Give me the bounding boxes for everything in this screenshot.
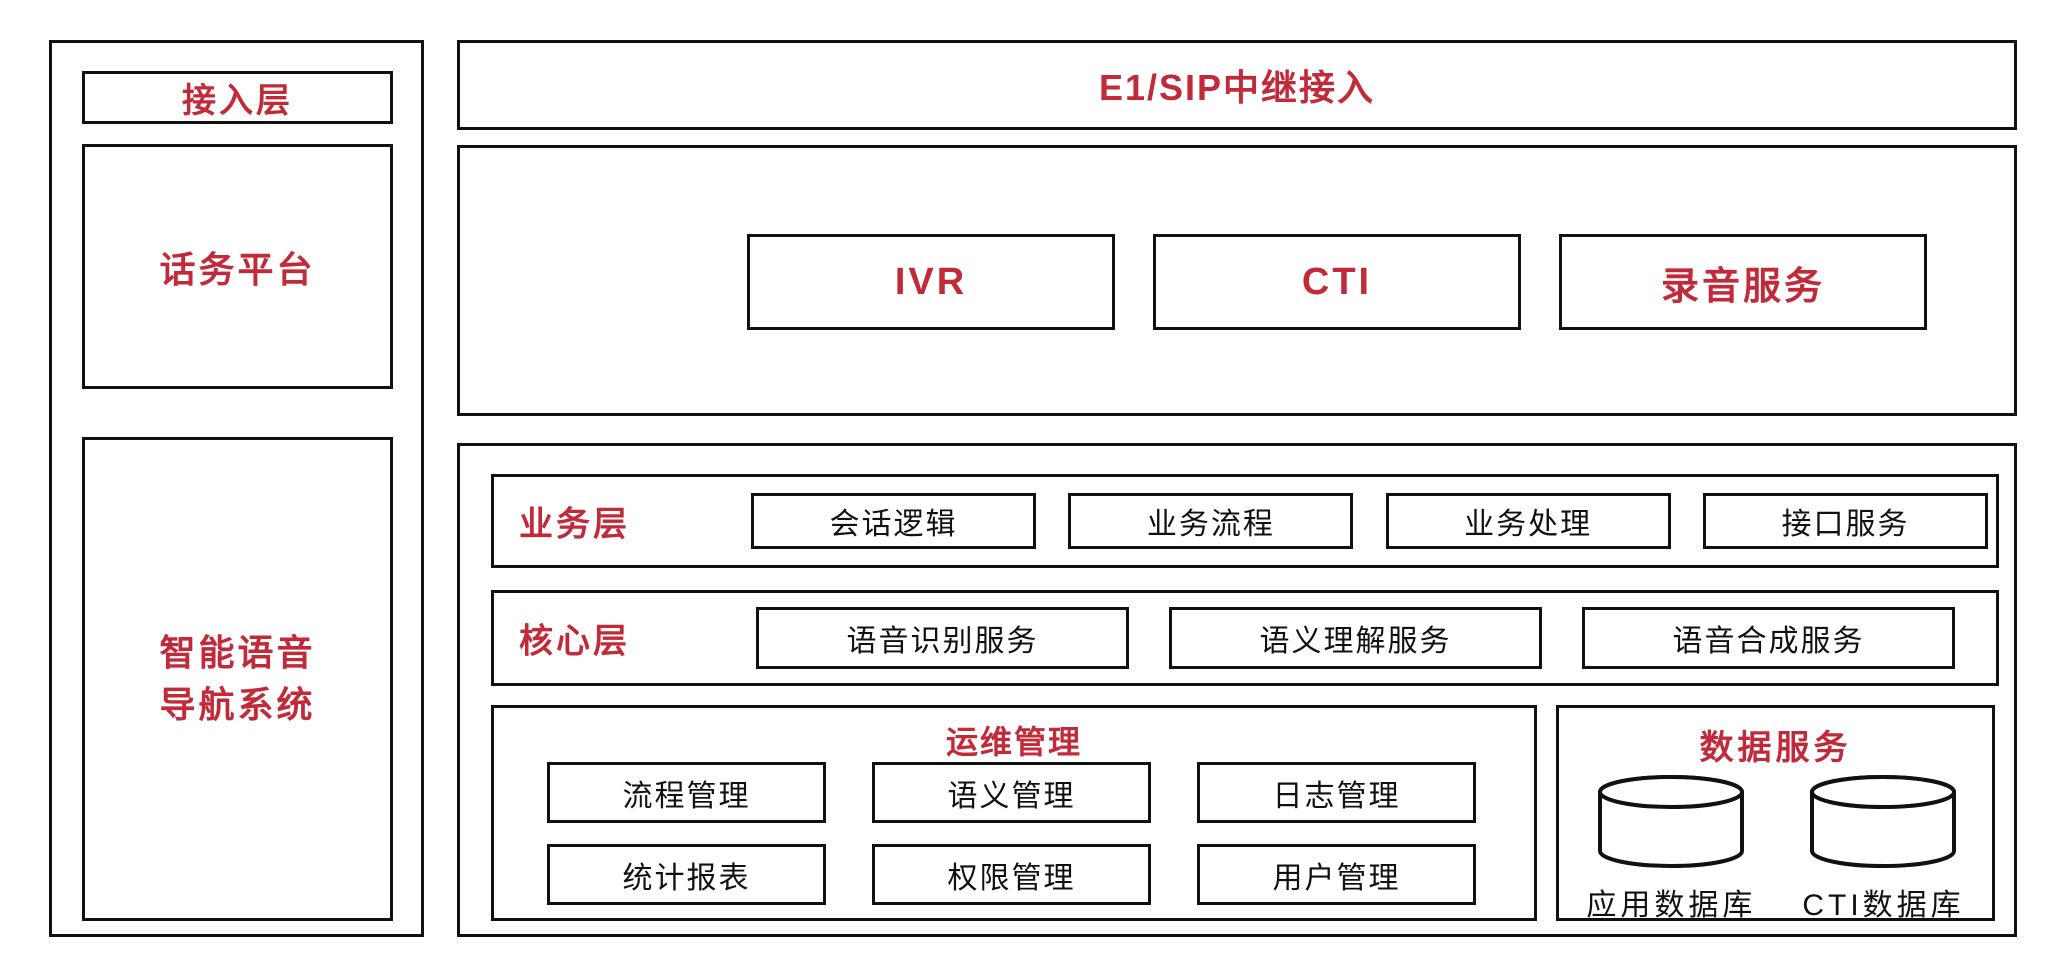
business-process-box: 业务流程 bbox=[1068, 493, 1354, 549]
cti-box: CTI bbox=[1153, 234, 1521, 330]
system-name-line2: 导航系统 bbox=[159, 684, 316, 725]
speech-recognition-label: 语音识别服务 bbox=[846, 625, 1039, 658]
business-process-label: 业务流程 bbox=[1146, 508, 1275, 541]
core-layer-row: 核心层 语音识别服务 语义理解服务 语音合成服务 bbox=[491, 590, 1999, 686]
access-layer-label: 接入层 bbox=[182, 82, 293, 120]
speech-recognition-box: 语音识别服务 bbox=[756, 607, 1129, 669]
system-name-line1: 智能语音 bbox=[159, 631, 316, 673]
statistics-report-box: 统计报表 bbox=[547, 844, 826, 905]
semantic-management-label: 语义管理 bbox=[947, 779, 1076, 813]
voice-navigation-system-box: 智能语音 导航系统 bbox=[82, 437, 393, 921]
core-layer-label: 核心层 bbox=[519, 622, 630, 661]
system-stack-container: 业务层 会话逻辑 业务流程 业务处理 接口服务 核心层 bbox=[457, 443, 2017, 937]
user-management-label: 用户管理 bbox=[1272, 861, 1401, 895]
left-panel: 接入层 话务平台 智能语音 导航系统 bbox=[49, 40, 424, 937]
business-layer-boxes: 会话逻辑 业务流程 业务处理 接口服务 bbox=[751, 493, 1988, 549]
trunk-access-label: E1/SIP中继接入 bbox=[1098, 67, 1376, 108]
trunk-access-banner: E1/SIP中继接入 bbox=[457, 40, 2017, 130]
user-management-box: 用户管理 bbox=[1197, 844, 1476, 905]
telephony-services-container: IVR CTI 录音服务 bbox=[457, 145, 2017, 416]
business-handling-box: 业务处理 bbox=[1385, 493, 1671, 549]
process-management-label: 流程管理 bbox=[622, 779, 751, 813]
cti-label: CTI bbox=[1301, 260, 1373, 303]
permission-management-box: 权限管理 bbox=[872, 844, 1151, 905]
semantic-understanding-box: 语义理解服务 bbox=[1169, 607, 1542, 669]
ivr-box: IVR bbox=[747, 234, 1115, 330]
data-services-box: 数据服务 应用数据库 bbox=[1556, 705, 1995, 924]
database-row: 应用数据库 CTI数据库 bbox=[1559, 774, 1992, 924]
telephony-platform-label: 话务平台 bbox=[159, 248, 316, 290]
ops-management-title: 运维管理 bbox=[945, 724, 1082, 760]
statistics-report-label: 统计报表 bbox=[622, 861, 751, 895]
application-database-label: 应用数据库 bbox=[1586, 889, 1757, 922]
ops-management-grid: 流程管理 语义管理 日志管理 统计报表 权限管理 用户管理 bbox=[547, 762, 1476, 905]
process-management-box: 流程管理 bbox=[547, 762, 826, 823]
ivr-label: IVR bbox=[894, 260, 968, 303]
cti-database: CTI数据库 bbox=[1802, 774, 1964, 924]
core-layer-boxes: 语音识别服务 语义理解服务 语音合成服务 bbox=[756, 607, 1955, 669]
session-logic-label: 会话逻辑 bbox=[829, 508, 958, 541]
data-services-title: 数据服务 bbox=[1699, 729, 1852, 767]
interface-service-label: 接口服务 bbox=[1781, 508, 1910, 541]
cti-database-label: CTI数据库 bbox=[1802, 889, 1965, 922]
ops-management-box: 运维管理 流程管理 语义管理 日志管理 统计报表 权限管理 用户管理 bbox=[491, 705, 1537, 921]
database-cylinder-icon bbox=[1596, 774, 1746, 874]
business-handling-label: 业务处理 bbox=[1464, 508, 1593, 541]
database-cylinder-icon bbox=[1808, 774, 1958, 874]
semantic-management-box: 语义管理 bbox=[872, 762, 1151, 823]
recording-service-label: 录音服务 bbox=[1660, 265, 1825, 308]
log-management-label: 日志管理 bbox=[1272, 779, 1401, 813]
log-management-box: 日志管理 bbox=[1197, 762, 1476, 823]
recording-service-box: 录音服务 bbox=[1559, 234, 1927, 330]
interface-service-box: 接口服务 bbox=[1702, 493, 1988, 549]
business-layer-row: 业务层 会话逻辑 业务流程 业务处理 接口服务 bbox=[491, 474, 1999, 568]
access-layer-box: 接入层 bbox=[82, 71, 393, 124]
semantic-understanding-label: 语义理解服务 bbox=[1259, 625, 1452, 658]
permission-management-label: 权限管理 bbox=[947, 861, 1076, 895]
speech-synthesis-label: 语音合成服务 bbox=[1672, 625, 1865, 658]
business-layer-label: 业务层 bbox=[519, 505, 630, 544]
voice-navigation-system-label: 智能语音 导航系统 bbox=[159, 627, 315, 731]
telephony-platform-box: 话务平台 bbox=[82, 144, 393, 389]
speech-synthesis-box: 语音合成服务 bbox=[1582, 607, 1955, 669]
telephony-services-row: IVR CTI 录音服务 bbox=[747, 234, 1927, 330]
application-database: 应用数据库 bbox=[1586, 774, 1756, 924]
session-logic-box: 会话逻辑 bbox=[751, 493, 1036, 549]
